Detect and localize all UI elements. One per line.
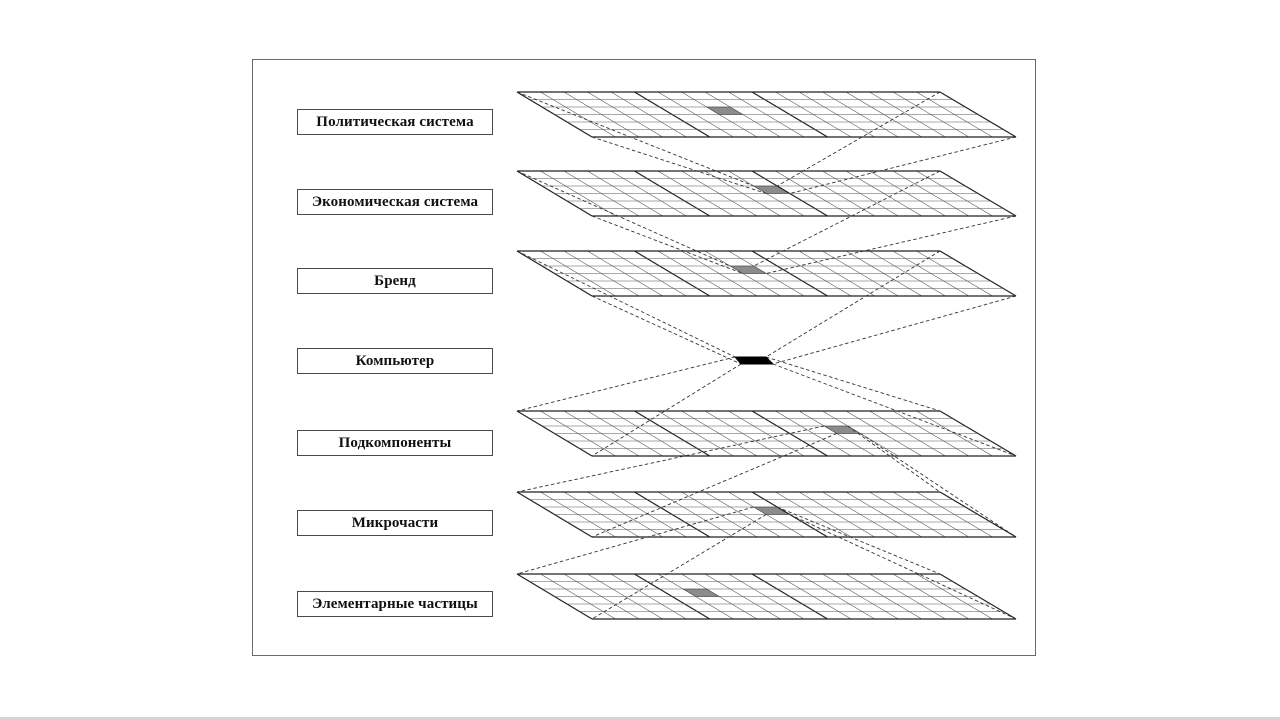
projection-line	[789, 136, 1017, 194]
bottom-divider	[0, 717, 1280, 720]
projection-line	[591, 295, 742, 365]
computer-focus-cell	[733, 356, 775, 365]
projection-line	[776, 91, 941, 187]
grid-plane-economic	[516, 170, 1017, 217]
projection-line	[753, 170, 941, 267]
projection-line	[772, 363, 1017, 457]
projection-line	[847, 425, 941, 493]
projection-line	[860, 433, 1017, 538]
projection-line	[777, 506, 941, 575]
projection-line	[516, 250, 736, 358]
projection-line	[591, 136, 767, 194]
grid-plane-microparts	[516, 491, 1017, 538]
projection-line	[516, 425, 825, 493]
level-label-political-system: Политическая система	[297, 109, 493, 135]
projection-line	[591, 363, 742, 457]
grid-plane-elementary	[516, 573, 1017, 620]
projection-line	[516, 170, 731, 267]
level-label-economic-system: Экономическая система	[297, 189, 493, 215]
projection-line	[765, 356, 941, 412]
level-label-microparts: Микрочасти	[297, 510, 493, 536]
projection-line	[591, 514, 767, 620]
projection-line	[766, 215, 1017, 274]
planes-layer	[516, 91, 1017, 620]
projection-line	[591, 215, 743, 274]
focus-layer	[733, 356, 775, 365]
grid-plane-brand	[516, 250, 1017, 297]
level-label-subcomponents: Подкомпоненты	[297, 430, 493, 456]
projection-line	[772, 295, 1017, 365]
level-label-computer: Компьютер	[297, 348, 493, 374]
grid-plane-subcomponents	[516, 410, 1017, 457]
projection-line	[516, 506, 754, 575]
projection-line	[765, 250, 941, 358]
level-label-brand: Бренд	[297, 268, 493, 294]
projection-line	[591, 433, 838, 538]
projection-line	[516, 356, 736, 412]
projection-lines-layer	[516, 91, 1017, 620]
grid-plane-political	[516, 91, 1017, 138]
level-label-elementary-particles: Элементарные частицы	[297, 591, 493, 617]
projection-line	[516, 91, 754, 187]
